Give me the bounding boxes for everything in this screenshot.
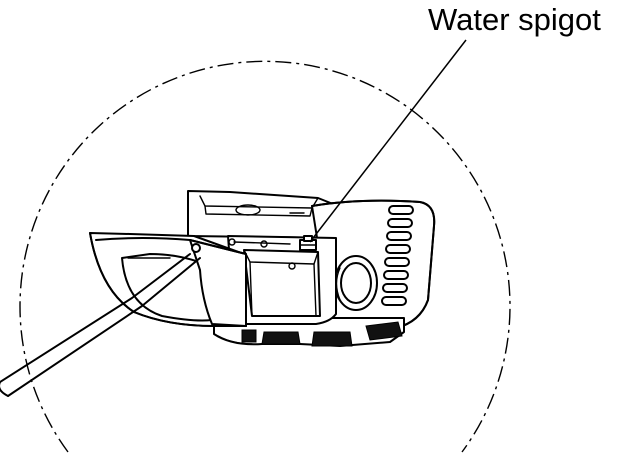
open-reservoir-door [89,232,247,327]
vent-slots [381,205,414,306]
callout-label: Water spigot [428,2,601,37]
drain-tube [0,253,201,397]
side-port [334,255,378,311]
detail-circle [19,60,511,453]
spigot-compartment [227,235,337,325]
callout-leader-line [309,39,467,243]
